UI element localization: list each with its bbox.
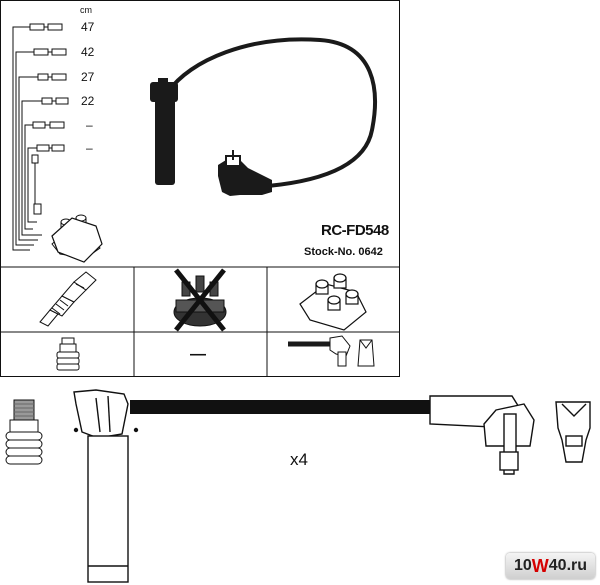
detail-plug-boot [73, 389, 139, 583]
wire-length-legend [12, 23, 69, 251]
boot-connector-icon [288, 335, 375, 367]
watermark-part-3: 40 [548, 557, 567, 574]
wire-length-1: 47 [81, 20, 95, 34]
top-panel-frame [0, 0, 400, 377]
distributor-cap-crossed-icon [173, 268, 227, 332]
wire-length-2: 42 [81, 45, 95, 59]
wire-length-5: – [86, 118, 93, 132]
plug-terminal-icon [56, 337, 80, 371]
watermark-part-4: .ru [566, 557, 588, 574]
detail-terminal-clip [555, 401, 591, 463]
watermark-logo: 10 W 40 .ru [506, 553, 595, 579]
watermark-part-1: 10 [513, 557, 532, 574]
coil-pack-icon [51, 217, 103, 263]
wire-length-3: 27 [81, 70, 95, 84]
wire-length-4: 22 [81, 94, 95, 108]
coil-pack-table-icon [299, 273, 367, 331]
detail-coil-boot [429, 395, 535, 475]
no-component-dash: — [190, 346, 206, 363]
detail-cable [130, 400, 430, 414]
stock-number: Stock-No. 0642 [304, 246, 383, 258]
watermark-part-2: W [531, 555, 549, 576]
spark-plug-icon [39, 271, 97, 327]
detail-spark-plug [5, 399, 43, 465]
quantity-label: x4 [290, 450, 308, 469]
product-code: RC-FD548 [321, 222, 389, 239]
ignition-cable-illustration [150, 37, 377, 196]
length-unit-label: cm [80, 5, 92, 15]
wire-length-6: – [86, 141, 93, 155]
